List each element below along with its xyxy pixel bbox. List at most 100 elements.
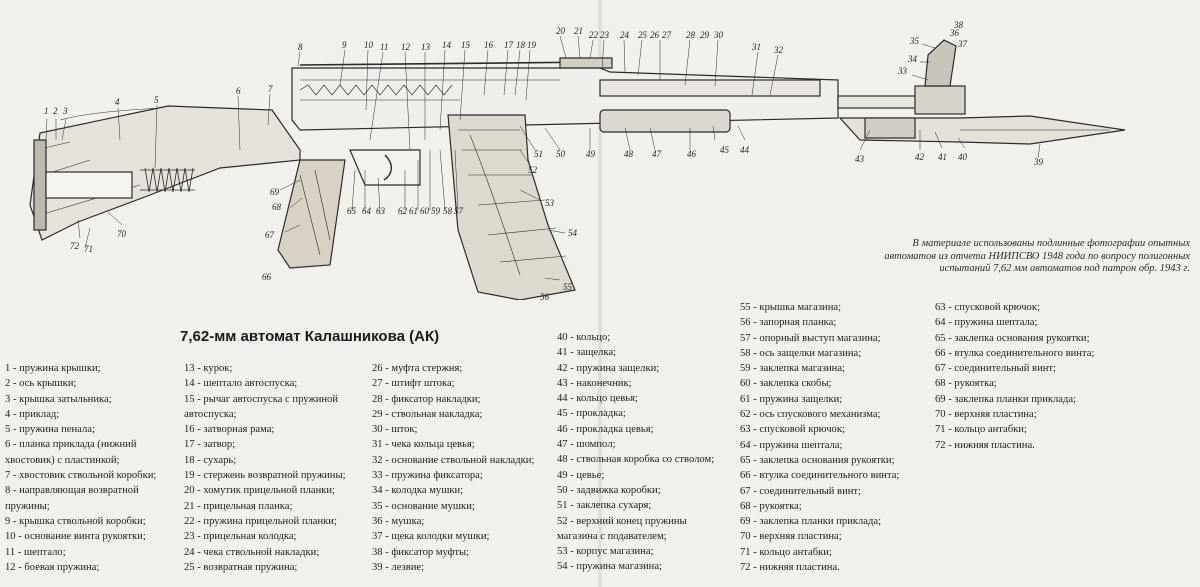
legend-item: 15 - рычаг автоспуска с пружиной xyxy=(184,393,339,405)
diagram-title: 7,62-мм автомат Калашникова (АК) xyxy=(180,328,440,345)
label-22: 22 xyxy=(589,30,599,40)
label-39: 39 xyxy=(1033,157,1044,167)
legend-item: 1 - пружина крышки; xyxy=(5,363,101,374)
label-25: 25 xyxy=(638,30,648,40)
label-72: 72 xyxy=(70,241,80,251)
label-63: 63 xyxy=(376,206,386,216)
legend-item: 51 - заклепка сухаря; xyxy=(557,500,652,512)
legend-item: 28 - фиксатор накладки; xyxy=(372,393,481,405)
legend-item: 54 - пружина магазина; xyxy=(557,561,662,573)
label-14: 14 xyxy=(442,40,452,50)
legend-item: 4 - приклад; xyxy=(5,408,60,420)
label-29: 29 xyxy=(700,30,710,40)
source-note-line: В материале использованы подлинные фотог… xyxy=(912,238,1190,249)
label-16: 16 xyxy=(484,40,494,50)
legend-item: 23 - прицельная колодка; xyxy=(184,531,297,543)
source-note-line: испытаний 7,62 мм автоматов под патрон о… xyxy=(939,263,1190,274)
gas-tube xyxy=(599,79,821,97)
label-27: 27 xyxy=(662,30,672,40)
legend-item: 59 - заклепка магазина; xyxy=(740,363,845,375)
legend-item: 16 - затворная рама; xyxy=(184,424,275,436)
label-65: 65 xyxy=(347,206,357,216)
label-57: 57 xyxy=(454,206,464,216)
cleaning-kit-spring xyxy=(144,167,194,193)
legend-item: 24 - чека ствольной накладки; xyxy=(184,546,320,558)
legend-item: 2 - ось крышки; xyxy=(5,378,77,390)
legend-item: 41 - защелка; xyxy=(557,347,617,359)
legend-item: 42 - пружина защелки; xyxy=(557,362,660,374)
legend-item: 44 - кольцо цевья; xyxy=(557,393,638,405)
label-6: 6 xyxy=(236,86,241,96)
legend-item: 29 - ствольная накладка; xyxy=(372,408,483,420)
label-69: 69 xyxy=(270,187,280,197)
legend-item: 13 - курок; xyxy=(184,363,233,374)
legend-item: 69 - заклепка планки приклада; xyxy=(740,516,882,528)
label-41: 41 xyxy=(938,152,947,162)
legend-item: 22 - пружина прицельной планки; xyxy=(184,515,337,527)
label-64: 64 xyxy=(362,206,372,216)
label-21: 21 xyxy=(574,26,583,36)
label-66: 66 xyxy=(262,272,272,282)
legend-column-6: 63 - спусковой крючок; 64 - пружина шепт… xyxy=(935,300,1094,453)
label-68: 68 xyxy=(272,202,282,212)
legend-column-2: 13 - курок; 14 - шептало автоспуска; 15 … xyxy=(184,361,346,575)
legend-item: 43 - наконечник; xyxy=(557,377,632,389)
legend-item: 10 - основание винта рукоятки; xyxy=(5,531,146,543)
handguard xyxy=(599,109,731,133)
label-4: 4 xyxy=(115,97,120,107)
label-15: 15 xyxy=(461,40,471,50)
label-9: 9 xyxy=(342,40,347,50)
label-24: 24 xyxy=(620,30,630,40)
label-50: 50 xyxy=(556,149,566,159)
legend-item: 55 - крышка магазина; xyxy=(740,302,842,313)
trigger-guard xyxy=(349,149,421,186)
legend-item: 27 - штифт штока; xyxy=(372,378,455,390)
source-note-line: автоматов из отчета НИИПСВО 1948 года по… xyxy=(884,250,1190,262)
label-42: 42 xyxy=(915,152,925,162)
legend-column-5: 55 - крышка магазина; 56 - запорная план… xyxy=(740,300,899,575)
label-30: 30 xyxy=(713,30,724,40)
legend-item: магазина с подавателем; xyxy=(557,530,667,542)
legend-item: хвостовик) с пластинкой; xyxy=(5,454,120,466)
legend-item: 21 - прицельная планка; xyxy=(184,500,293,512)
label-3: 3 xyxy=(62,106,68,116)
legend-item: автоспуска; xyxy=(184,408,237,420)
label-2: 2 xyxy=(53,106,58,116)
legend-item: 71 - кольцо антабки; xyxy=(935,424,1027,436)
legend-item: 57 - опорный выступ магазина; xyxy=(740,332,881,344)
magazine xyxy=(447,114,576,300)
label-7: 7 xyxy=(268,84,273,94)
legend-item: 14 - шептало автоспуска; xyxy=(184,378,298,390)
source-note: В материале использованы подлинные фотог… xyxy=(858,238,1190,276)
legend-item: 65 - заклепка основания рукоятки; xyxy=(740,454,895,466)
legend-item: 64 - пружина шептала; xyxy=(740,439,843,451)
legend-item: 40 - кольцо; xyxy=(557,332,611,343)
legend-item: 34 - колодка мушки; xyxy=(372,485,464,497)
legend-item: 50 - задвижка коробки; xyxy=(557,484,661,496)
label-46: 46 xyxy=(687,149,697,159)
label-1: 1 xyxy=(44,106,49,116)
legend-item: 63 - спусковой крючок; xyxy=(740,424,845,436)
label-58: 58 xyxy=(443,206,453,216)
label-53: 53 xyxy=(545,198,555,208)
label-26: 26 xyxy=(650,30,660,40)
legend-item: 25 - возвратная пружина; xyxy=(184,561,298,573)
legend-item: 8 - направляющая возвратной xyxy=(5,485,139,497)
legend-item: 46 - прокладка цевья; xyxy=(557,423,654,435)
legend-item: 53 - корпус магазина; xyxy=(557,546,654,558)
label-38: 38 xyxy=(953,20,964,30)
label-45: 45 xyxy=(720,145,730,155)
label-47: 47 xyxy=(652,149,662,159)
legend-item: 56 - запорная планка; xyxy=(740,317,837,329)
legend-item: 17 - затвор; xyxy=(184,439,236,451)
legend-item: 72 - нижняя пластина. xyxy=(935,439,1035,451)
legend-item: 68 - рукоятка; xyxy=(935,378,997,390)
legend-item: пружины; xyxy=(5,500,50,512)
label-44: 44 xyxy=(740,145,750,155)
legend-item: 5 - пружина пенала; xyxy=(5,424,95,436)
label-33: 33 xyxy=(897,66,908,76)
legend-item: 63 - спусковой крючок; xyxy=(935,302,1040,313)
label-37: 37 xyxy=(957,39,968,49)
label-56: 56 xyxy=(540,292,550,300)
label-8: 8 xyxy=(298,42,303,52)
